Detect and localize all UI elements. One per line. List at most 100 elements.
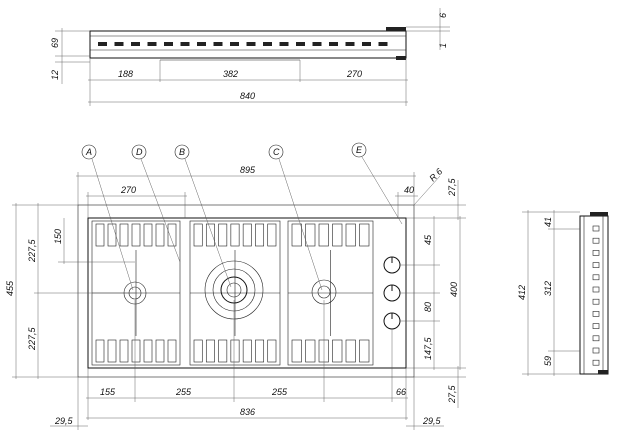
- knob-top: [383, 256, 401, 274]
- side-slot: [592, 274, 600, 281]
- knob-middle: [383, 284, 401, 302]
- knob-bottom: [383, 312, 401, 330]
- front-slot: [246, 42, 256, 46]
- side-view: 412 41 312 59: [517, 210, 609, 376]
- grate-slot: [193, 339, 203, 363]
- grate-slot: [305, 223, 316, 247]
- grate-slot: [193, 223, 203, 247]
- svg-text:B: B: [179, 147, 185, 157]
- grate-slot: [242, 223, 252, 247]
- grate-slot: [95, 223, 105, 247]
- grate-slot: [155, 339, 165, 363]
- grate-slots: [92, 223, 373, 363]
- grate-slot: [107, 223, 117, 247]
- grate-slot: [359, 339, 370, 363]
- front-slot: [114, 42, 124, 46]
- svg-text:D: D: [136, 147, 143, 157]
- dim-29-5-right-label: 29,5: [422, 416, 442, 426]
- dim-69-label: 69: [50, 38, 60, 48]
- grate-slot: [318, 223, 329, 247]
- grate-slot: [255, 223, 265, 247]
- dim-27-5-bottom-label: 27,5: [447, 384, 457, 404]
- grate-slot: [345, 223, 356, 247]
- grate-slot: [345, 339, 356, 363]
- callout-b: B: [174, 144, 232, 288]
- front-view: 69 12 6 1 188 382 270 840: [50, 8, 450, 106]
- dim-59-label: 59: [543, 356, 553, 366]
- dim-840-label: 840: [240, 91, 255, 101]
- grate-slot: [305, 339, 316, 363]
- dim-80-label: 80: [423, 302, 433, 312]
- front-slot: [213, 42, 223, 46]
- side-slot: [592, 323, 600, 329]
- dim-6-label: 6: [438, 13, 448, 18]
- front-slot: [345, 42, 355, 46]
- side-slot: [592, 335, 600, 342]
- front-slot: [197, 42, 206, 46]
- svg-text:C: C: [273, 147, 280, 157]
- grate-slot: [359, 223, 370, 247]
- grate-slot: [155, 223, 165, 247]
- grate-slot: [167, 339, 177, 363]
- grate-slot: [131, 223, 141, 247]
- dim-382-label: 382: [223, 69, 238, 79]
- grate-slot: [291, 223, 302, 247]
- front-slot: [378, 42, 388, 46]
- front-slot: [147, 42, 157, 46]
- dim-45-label: 45: [423, 234, 433, 245]
- front-slot: [131, 42, 140, 46]
- front-slot-row: [98, 42, 388, 46]
- grate-slot: [131, 339, 141, 363]
- dim-270-offset-label: 270: [120, 185, 136, 195]
- front-slot: [164, 42, 173, 46]
- dim-895-label: 895: [240, 165, 256, 175]
- grate-slot: [119, 223, 129, 247]
- grate-slot: [242, 339, 252, 363]
- front-slot: [296, 42, 305, 46]
- dim-312-label: 312: [543, 281, 553, 296]
- grate-slot: [143, 339, 153, 363]
- dim-227-5-top-label: 227,5: [27, 238, 37, 263]
- dim-227-5-bottom-label: 227,5: [27, 326, 37, 351]
- grate-slot: [95, 339, 105, 363]
- svg-text:A: A: [85, 147, 92, 157]
- grate-slot: [218, 339, 228, 363]
- grate-slot: [167, 223, 177, 247]
- dim-27-5-top-label: 27,5: [447, 177, 457, 197]
- side-slot: [592, 237, 600, 244]
- front-slot: [180, 42, 190, 46]
- grate-slot: [332, 223, 343, 247]
- dim-12-label: 12: [50, 70, 60, 80]
- front-slot: [329, 42, 338, 46]
- dim-270-label: 270: [346, 69, 362, 79]
- grate-slot: [119, 339, 129, 363]
- dim-29-5-left-label: 29,5: [54, 416, 74, 426]
- grate-slot: [255, 339, 265, 363]
- front-slot: [230, 42, 239, 46]
- grate-slot: [230, 339, 240, 363]
- grate-slot: [332, 339, 343, 363]
- dim-255-a-label: 255: [175, 387, 192, 397]
- dim-41-label: 41: [543, 217, 553, 227]
- dim-412-label: 412: [517, 285, 527, 300]
- callout-c: C: [268, 144, 323, 291]
- side-slot: [592, 298, 600, 305]
- front-slot: [362, 42, 371, 46]
- dim-66-label: 66: [396, 387, 406, 397]
- side-slot: [592, 347, 600, 354]
- dim-1-label: 1: [438, 43, 448, 48]
- dim-155-label: 155: [100, 387, 116, 397]
- grate-slot: [318, 339, 329, 363]
- front-slot: [98, 42, 107, 46]
- plan-view: A D B C E 895 270: [5, 142, 466, 430]
- dim-40-label: 40: [404, 185, 414, 195]
- dim-255-b-label: 255: [271, 387, 288, 397]
- side-slot: [592, 262, 600, 268]
- dim-400-label: 400: [449, 282, 459, 297]
- dim-455-label: 455: [5, 280, 15, 296]
- side-slot-column: [592, 225, 600, 366]
- grate-slot: [205, 223, 215, 247]
- side-slot: [592, 225, 600, 232]
- grate-slot: [218, 223, 228, 247]
